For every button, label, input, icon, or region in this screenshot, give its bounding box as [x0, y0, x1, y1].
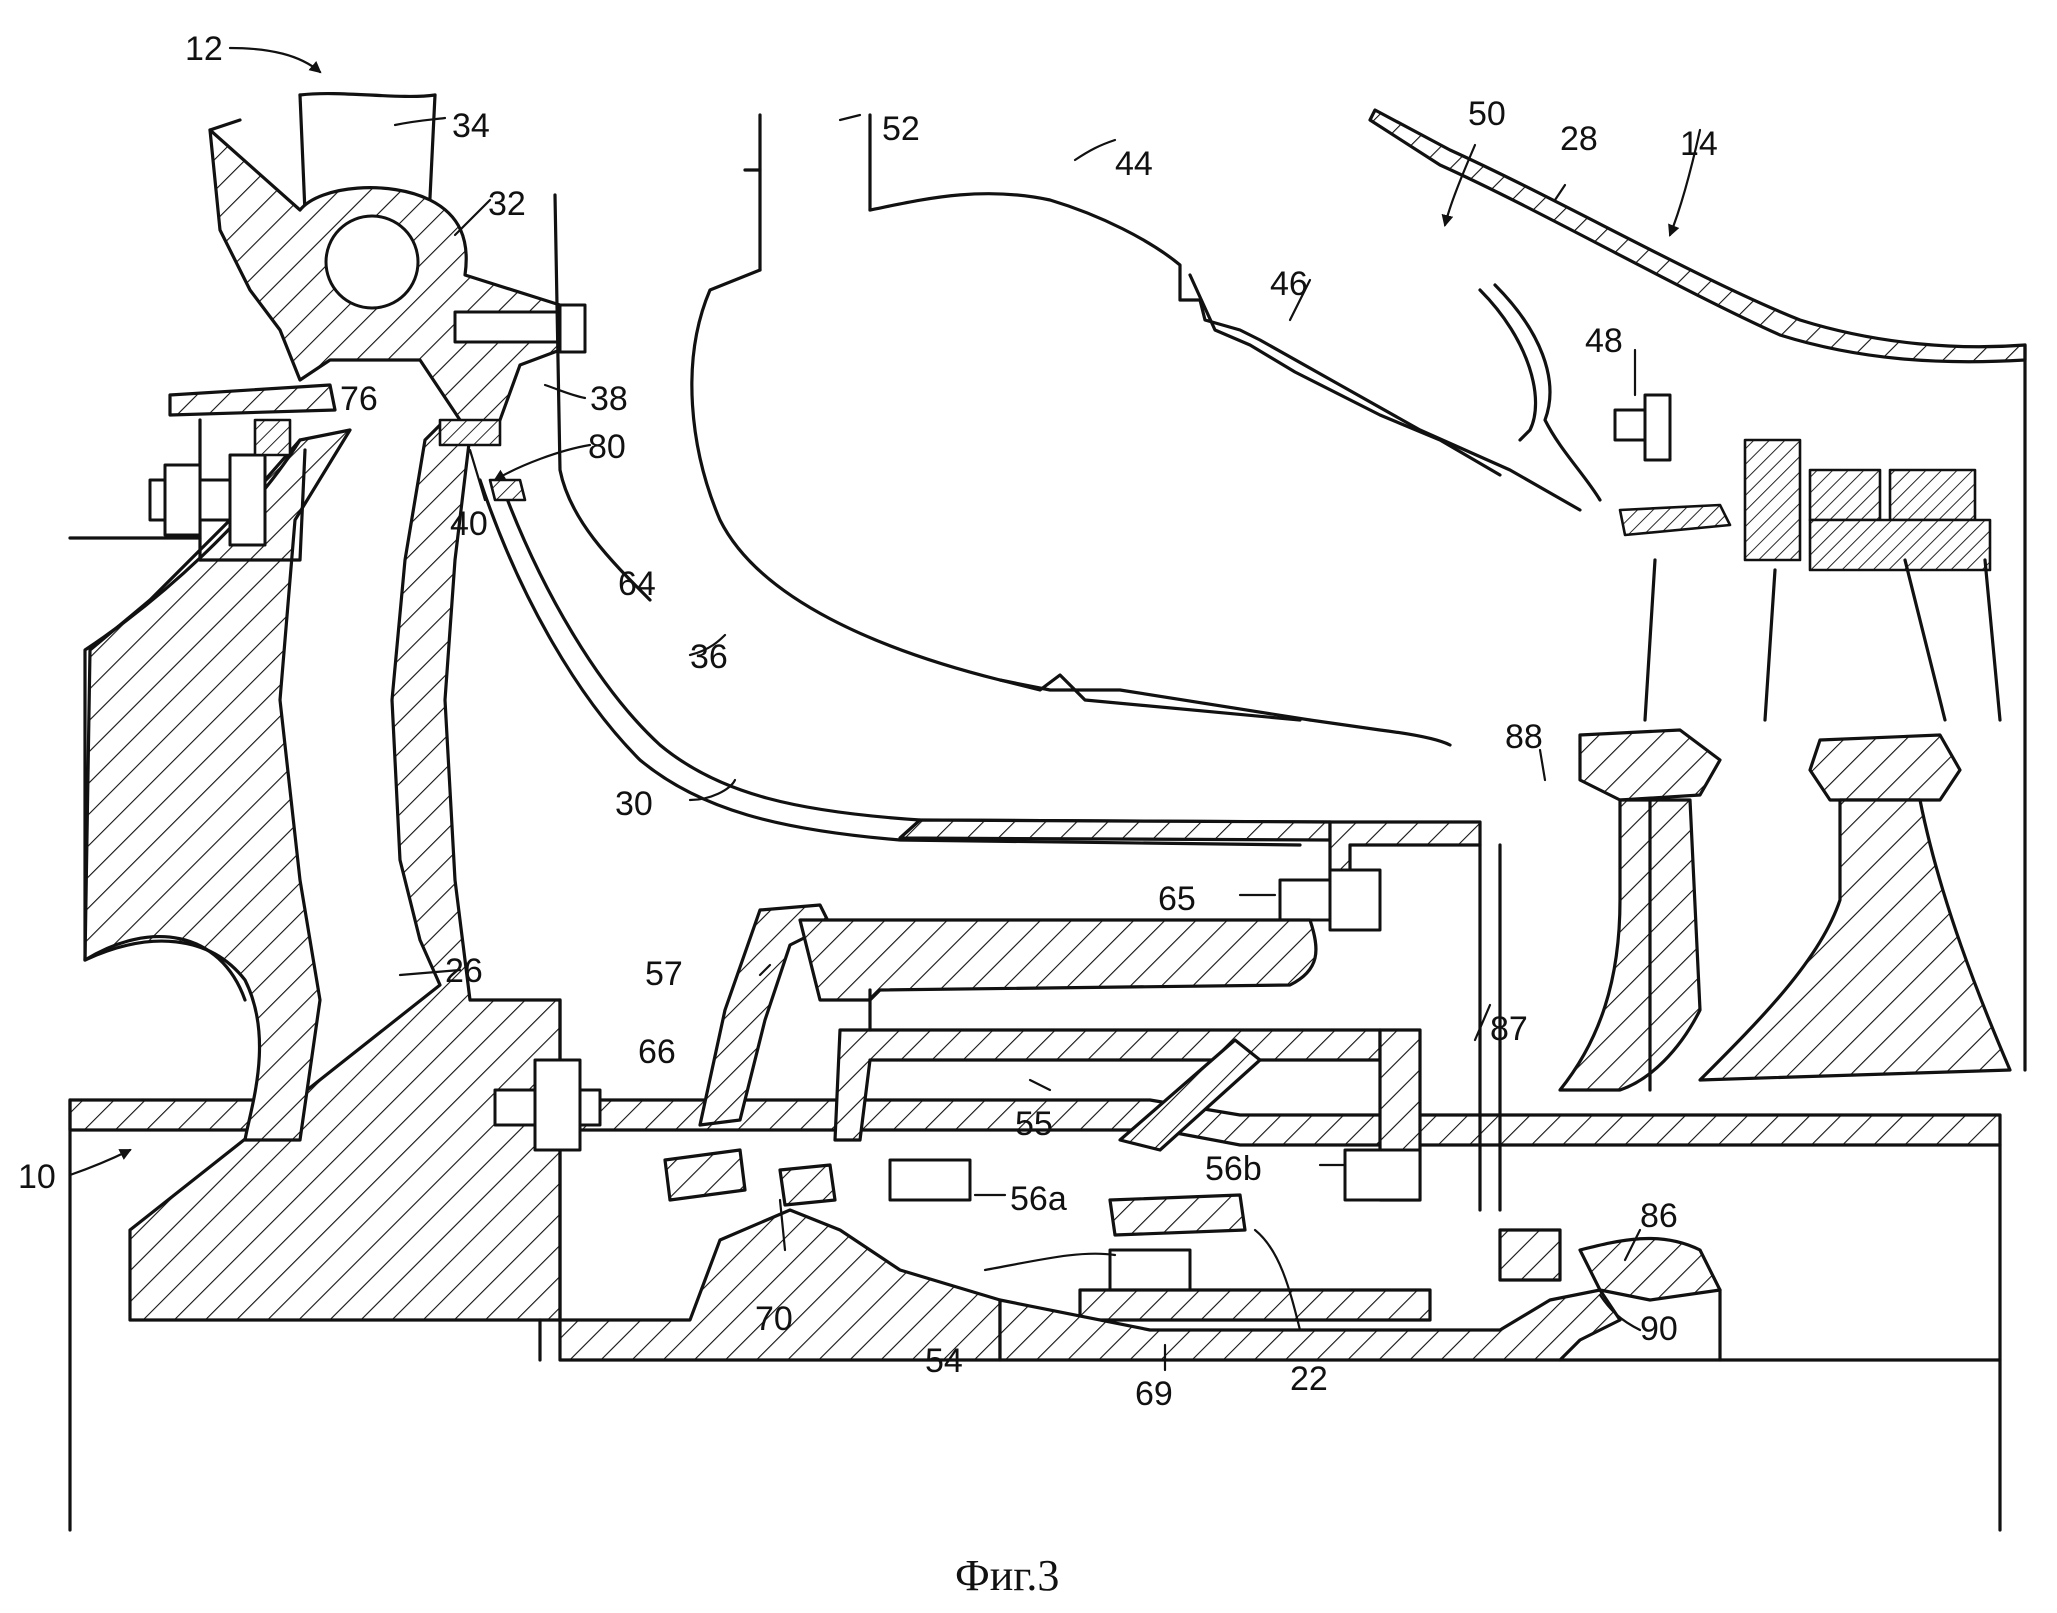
label-64: 64: [618, 565, 656, 603]
label-76: 76: [340, 380, 378, 418]
label-80: 80: [588, 428, 626, 466]
label-26: 26: [445, 952, 483, 990]
label-28: 28: [1560, 120, 1598, 158]
label-10: 10: [18, 1158, 56, 1196]
label-65: 65: [1158, 880, 1196, 918]
label-50: 50: [1468, 95, 1506, 133]
label-57: 57: [645, 955, 683, 993]
figure-caption: Фиг.3: [955, 1551, 1059, 1600]
label-52: 52: [882, 110, 920, 148]
label-38: 38: [590, 380, 628, 418]
label-44: 44: [1115, 145, 1153, 183]
label-36: 36: [690, 638, 728, 676]
label-40: 40: [450, 505, 488, 543]
label-70: 70: [755, 1300, 793, 1338]
label-54: 54: [925, 1342, 963, 1380]
label-88: 88: [1505, 718, 1543, 756]
combustor-liner: [692, 115, 1580, 745]
label-30: 30: [615, 785, 653, 823]
label-22: 22: [1290, 1360, 1328, 1398]
label-56b: 56b: [1205, 1150, 1262, 1188]
label-12: 12: [185, 30, 223, 68]
label-56a: 56a: [1010, 1180, 1067, 1218]
label-90: 90: [1640, 1310, 1678, 1348]
label-87: 87: [1490, 1010, 1528, 1048]
label-32: 32: [488, 185, 526, 223]
diffuser-shroud: [480, 480, 1330, 845]
label-86: 86: [1640, 1197, 1678, 1235]
turbine-assembly: [1560, 395, 2010, 1090]
label-69: 69: [1135, 1375, 1173, 1413]
label-34: 34: [452, 107, 490, 145]
label-66: 66: [638, 1033, 676, 1071]
label-14: 14: [1680, 125, 1718, 163]
label-55: 55: [1015, 1105, 1053, 1143]
label-48: 48: [1585, 322, 1623, 360]
label-46: 46: [1270, 265, 1308, 303]
